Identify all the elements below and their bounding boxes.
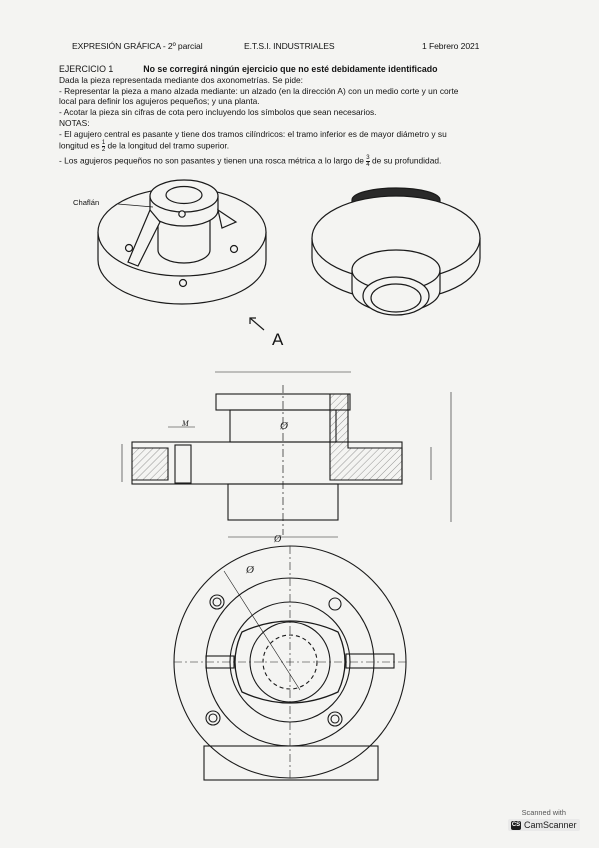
exercise-title: EJERCICIO 1 xyxy=(59,64,114,74)
chamfer-label: Chaflán xyxy=(73,198,100,207)
scanned-with-text: Scanned with xyxy=(521,808,566,817)
thread-symbol: M xyxy=(181,419,190,428)
small-hole-bottom-left-inner xyxy=(208,713,218,723)
disc-face xyxy=(311,195,481,281)
identification-warning: No se corregirá ningún ejercicio que no … xyxy=(143,64,438,74)
diameter-symbol-front: Ø xyxy=(279,420,289,432)
notes-title: NOTAS: xyxy=(59,117,90,128)
small-hole-top-left-inner xyxy=(212,597,222,607)
direction-arrow xyxy=(249,317,265,331)
camscanner-logo-icon: CS xyxy=(511,820,521,830)
camscanner-badge: CS CamScanner xyxy=(508,819,580,831)
small-hole-4 xyxy=(178,210,186,218)
small-hole-bottom-left xyxy=(205,710,221,726)
bottom-section-strip xyxy=(203,745,379,781)
note-2-post: de su profundidad. xyxy=(371,155,442,166)
small-hole-bottom-right xyxy=(327,711,343,727)
lug-left xyxy=(127,208,161,267)
small-hole-3 xyxy=(229,244,239,254)
header-date: 1 Febrero 2021 xyxy=(422,41,480,51)
small-hole-top-left xyxy=(209,594,225,610)
fraction-numerator: 1 xyxy=(101,139,106,147)
diameter-symbol-plan: Ø xyxy=(245,564,255,576)
section-hatch-right xyxy=(329,393,403,481)
small-hole-2 xyxy=(178,278,188,288)
bore-contour xyxy=(234,620,346,704)
inner-bore-hidden xyxy=(262,634,318,690)
view-direction-label: A xyxy=(272,330,284,349)
diameter-symbol-lower: Ø xyxy=(273,534,282,545)
section-hatch-left xyxy=(132,447,169,481)
intro-text: Dada la pieza representada mediante dos … xyxy=(59,74,303,85)
task-1-line-2: local para definir los agujeros pequeños… xyxy=(59,96,260,107)
chamfer-leader xyxy=(117,203,154,208)
lug-left xyxy=(205,655,235,669)
small-hole-bottom-right-inner xyxy=(330,714,340,724)
central-hole xyxy=(165,185,203,205)
bore-inner xyxy=(370,283,422,313)
small-hole-1 xyxy=(124,243,134,253)
header-subject: EXPRESIÓN GRÁFICA - 2º parcial xyxy=(72,41,203,51)
note-2-pre: - Los agujeros pequeños no son pasantes … xyxy=(59,155,364,166)
task-1-line-1: - Representar la pieza a mano alzada med… xyxy=(59,85,459,96)
isometric-view-bottom xyxy=(311,187,481,316)
note-2: - Los agujeros pequeños no son pasantes … xyxy=(59,155,579,168)
diameter-leader xyxy=(223,570,301,691)
threaded-hole-cut xyxy=(174,444,192,484)
note-1-line-1: - El agujero central es pasante y tiene … xyxy=(59,128,447,139)
lug-right xyxy=(345,653,395,669)
scanner-watermark: Scanned with CS CamScanner xyxy=(508,808,580,831)
fraction-denominator: 2 xyxy=(101,146,106,153)
lug-right xyxy=(217,208,238,229)
front-view-half-section xyxy=(121,371,452,538)
fraction-numerator: 3 xyxy=(366,154,370,162)
camscanner-name: CamScanner xyxy=(524,820,577,830)
small-hole-top-right xyxy=(328,597,342,611)
fraction-denominator: 4 xyxy=(366,161,370,168)
exercise-statement: EJERCICIO 1 No se corregirá ningún ejerc… xyxy=(59,64,579,168)
task-2: - Acotar la pieza sin cifras de cota per… xyxy=(59,107,377,118)
plan-view xyxy=(173,545,407,781)
isometric-view-top xyxy=(97,179,267,305)
note-1-pre: longitud es xyxy=(59,140,100,151)
header-school: E.T.S.I. INDUSTRIALES xyxy=(244,41,335,51)
note-1-post: de la longitud del tramo superior. xyxy=(107,140,230,151)
exercise-title-line: EJERCICIO 1 No se corregirá ningún ejerc… xyxy=(59,64,579,75)
